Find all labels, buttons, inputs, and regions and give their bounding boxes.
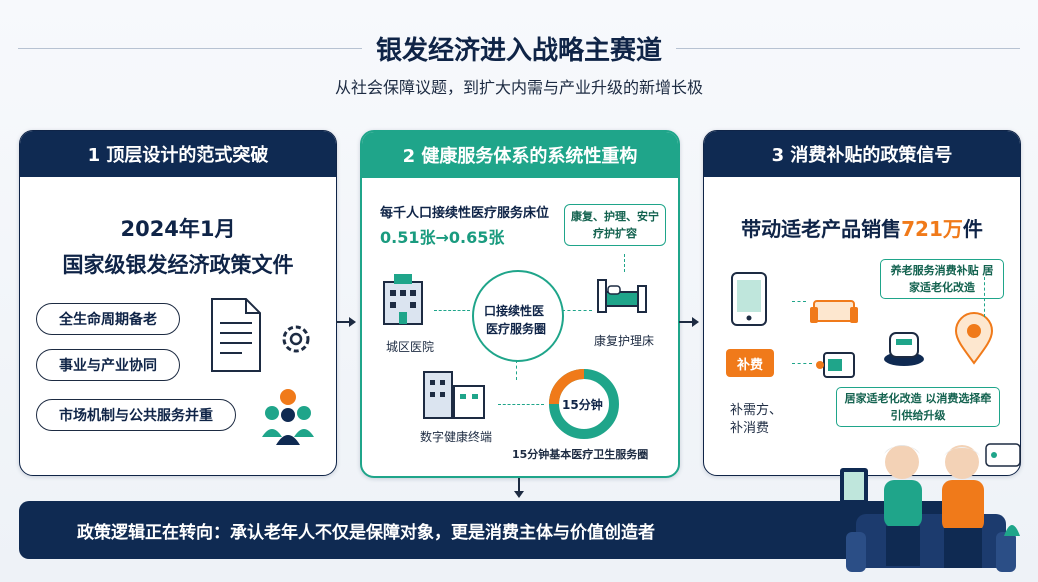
pill-cooperation: 事业与产业协同 [36, 349, 180, 381]
panel-consumption-subsidy: 3 消费补贴的政策信号 带动适老产品销售721万件 补费 补需方、 补消费 养老… [703, 130, 1021, 476]
subsidy-tag-bottom: 居家适老化改造 以消费选择牵引供给升级 [836, 387, 1000, 427]
document-icon [211, 298, 261, 372]
expansion-note: 康复、护理、安宁疗护扩容 [564, 204, 666, 246]
flow-arrow-1 [336, 317, 356, 327]
pill-market-public: 市场机制与公共服务并重 [36, 399, 236, 431]
hospital-icon [383, 274, 423, 325]
continuity-hub-circle [472, 270, 564, 362]
elderly-couple-illustration [840, 443, 1021, 572]
link-hub-down [516, 360, 517, 380]
digital-terminal-label: 数字健康终端 [420, 430, 493, 444]
robot-vacuum-icon [884, 332, 924, 366]
bed-metric-value: 0.51张→0.65张 [380, 228, 505, 247]
link-terminal-ring [498, 404, 544, 405]
title-row: 银发经济进入战略主赛道 [18, 28, 1021, 68]
location-pin-icon [954, 312, 994, 365]
sales-suffix: 件 [962, 217, 983, 241]
bed-metric-label: 每千人口接续性医疗服务床位 [380, 206, 550, 221]
rehab-bed-icon [597, 279, 647, 313]
panel1-headline-date: 2024年1月 [120, 217, 236, 241]
subsidy-badge: 补费 [726, 349, 774, 377]
page-subtitle: 从社会保障议题，到扩大内需与产业升级的新增长极 [334, 78, 703, 97]
panel-health-service: 2 健康服务体系的系统性重构 每千人口接续性医疗服务床位 0.51张→0.65张… [360, 130, 680, 478]
digital-terminal-icon [423, 371, 485, 419]
panel2-title: 2 健康服务体系的系统性重构 [362, 132, 678, 178]
flow-arrow-2 [679, 317, 699, 327]
sales-prefix: 带动适老产品销售 [741, 217, 902, 241]
sales-headline: 带动适老产品销售721万件 [704, 213, 1020, 242]
link-hospital-hub [434, 310, 470, 311]
panel3-title: 3 消费补贴的政策信号 [704, 131, 1020, 177]
appliance-icon [816, 352, 855, 378]
hospital-label: 城区医院 [386, 340, 435, 354]
sales-number: 721万 [901, 217, 963, 241]
title-rule-left [18, 47, 362, 49]
pill-lifecycle: 全生命周期备老 [36, 303, 180, 335]
fifteen-minute-caption: 15分钟基本医疗卫生服务圈 [512, 448, 649, 461]
rehab-bed-label: 康复护理床 [594, 334, 655, 348]
policy-banner: 政策逻辑正在转向：承认老年人不仅是保障对象，更是消费主体与价值创造者 [19, 501, 979, 559]
panel1-title: 1 顶层设计的范式突破 [20, 131, 336, 177]
people-icon [262, 389, 314, 445]
link-hub-bed [562, 310, 592, 311]
title-rule-right [676, 47, 1021, 49]
smartphone-icon [731, 272, 767, 326]
fifteen-minute-ring [549, 369, 619, 439]
link-phone-sofa [792, 301, 806, 302]
sofa-icon [810, 300, 858, 323]
gear-icon [282, 325, 310, 353]
page-title: 银发经济进入战略主赛道 [376, 35, 663, 66]
subsidy-text-line2: 补消费 [730, 421, 770, 436]
subsidy-text-line1: 补需方、 [730, 403, 783, 418]
panel1-headline-doc: 国家级银发经济政策文件 [62, 253, 294, 277]
flow-arrow-down [514, 478, 524, 498]
link-badge-appliance [792, 363, 812, 364]
hub-label-line2: 医疗服务圈 [486, 322, 547, 336]
panel-top-level-design: 1 顶层设计的范式突破 2024年1月 国家级银发经济政策文件 全生命周期备老 … [19, 130, 337, 476]
link-note-bed [624, 254, 625, 272]
subsidy-tag-top: 养老服务消费补贴 居家适老化改造 [880, 259, 1004, 299]
fifteen-minute-label: 15分钟 [562, 398, 603, 412]
hub-label-line1: 口接续性医 [484, 304, 545, 318]
link-tag-pin [984, 277, 985, 317]
